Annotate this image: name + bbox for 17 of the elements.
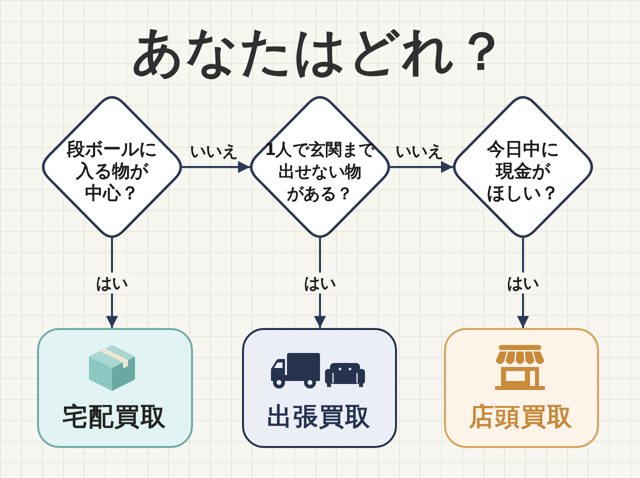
- edge-label: いいえ: [189, 140, 239, 162]
- result-label: 宅配買取: [62, 402, 166, 432]
- result-box: [242, 328, 397, 448]
- edge-label: はい: [302, 272, 338, 294]
- arrow: [390, 161, 453, 173]
- title: あなたはどれ？: [132, 21, 508, 83]
- result-box: [444, 328, 599, 448]
- edge-label: はい: [94, 272, 130, 294]
- result-label: 出張買取: [267, 402, 371, 432]
- edge-label: はい: [505, 272, 541, 294]
- result-box: [37, 328, 193, 448]
- question-text: 1人で玄関まで出せない物がある？: [264, 139, 376, 205]
- edge-label: いいえ: [394, 140, 444, 162]
- question-text: 段ボールに入る物が中心？: [67, 139, 157, 205]
- arrow: [182, 161, 250, 173]
- question-text: 今日中に現金がほしい？: [487, 139, 559, 205]
- result-label: 店頭買取: [469, 402, 573, 432]
